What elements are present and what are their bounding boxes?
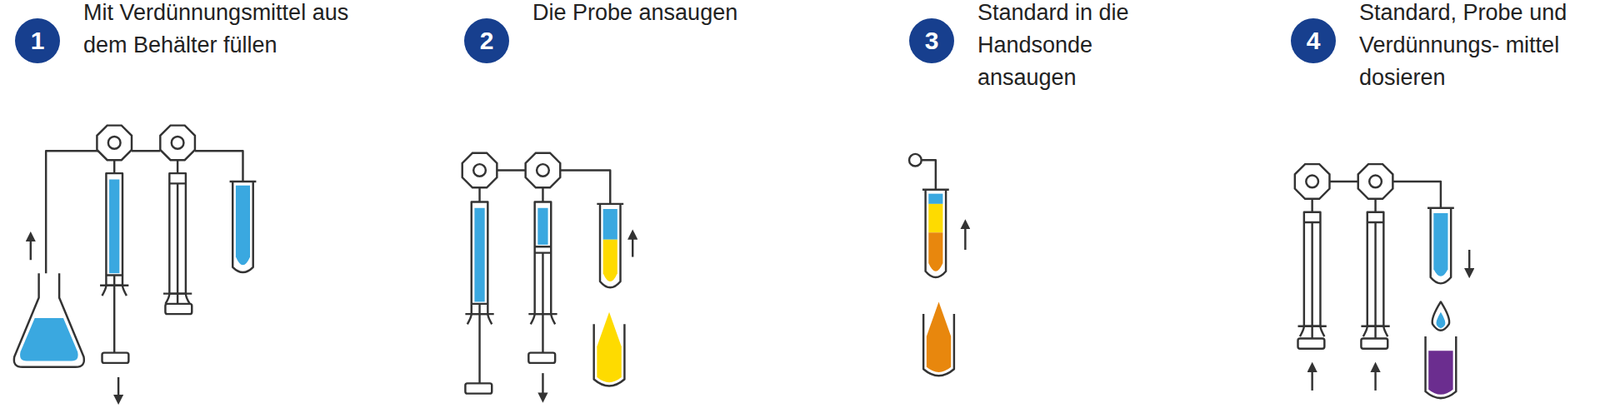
step-circle: 4Standard, Probe und Verdünnungs- mittel…: [1290, 18, 1336, 64]
step-number: 2: [464, 18, 510, 64]
step-heading: Die Probe ansaugen: [532, 0, 833, 30]
step-number: 3: [909, 18, 955, 64]
step-heading: Mit Verdünnungsmittel aus dem Behälter f…: [83, 0, 367, 62]
step-circle: 1Mit Verdünnungsmittel aus dem Behälter …: [15, 18, 60, 64]
step-circle: 3Standard in die Handsonde ansaugen: [909, 18, 955, 64]
step-number: 1: [15, 18, 60, 64]
step-number: 4: [1290, 18, 1336, 64]
step-circle: 2Die Probe ansaugen: [464, 18, 510, 64]
step-heading: Standard in die Handsonde ansaugen: [977, 0, 1153, 95]
step-heading: Standard, Probe und Verdünnungs- mittel …: [1359, 0, 1578, 95]
